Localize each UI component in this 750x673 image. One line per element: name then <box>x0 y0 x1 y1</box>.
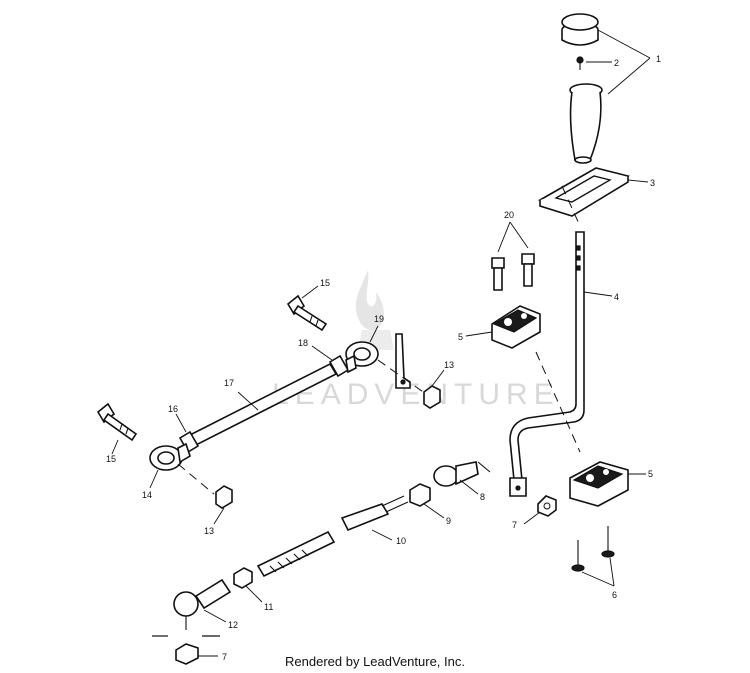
callout-1: 1 <box>656 54 661 64</box>
ball-joint-12 <box>152 578 232 637</box>
alignment-line-1 <box>535 351 581 453</box>
callout-3: 3 <box>650 178 655 188</box>
callout-15-lower: 15 <box>106 454 116 464</box>
rod-end-eye-14 <box>149 442 191 489</box>
callout-5-upper: 5 <box>458 332 463 342</box>
alignment-line-2 <box>561 185 581 227</box>
callout-16: 16 <box>168 404 178 414</box>
callout-4: 4 <box>614 292 619 302</box>
callout-17: 17 <box>224 378 234 388</box>
knob-screw <box>576 56 612 70</box>
mounting-bracket-upper <box>465 305 541 349</box>
callout-7-right: 7 <box>512 520 517 530</box>
screw-pair-6 <box>571 526 615 587</box>
callout-19: 19 <box>374 314 384 324</box>
callout-13-upper: 13 <box>444 360 454 370</box>
callout-5-lower: 5 <box>648 469 653 479</box>
flame-logo-icon <box>355 270 394 350</box>
shift-knob-cap <box>561 13 599 46</box>
rod-sleeve-10 <box>340 495 409 541</box>
rod-end-eye-19 <box>345 325 379 374</box>
callout-18: 18 <box>298 338 308 348</box>
callout-6: 6 <box>612 590 617 600</box>
nut-13-upper <box>423 369 445 409</box>
callout-9: 9 <box>446 516 451 526</box>
callout-13-lower: 13 <box>204 526 214 536</box>
callout-14: 14 <box>142 490 152 500</box>
pivot-arm <box>377 333 427 395</box>
shift-rod <box>509 231 613 497</box>
footer-credit: Rendered by LeadVenture, Inc. <box>285 654 465 669</box>
bolt-15-lower <box>96 402 138 455</box>
callout-7-bottom: 7 <box>222 652 227 662</box>
leader-1b <box>607 57 651 95</box>
callout-8: 8 <box>480 492 485 502</box>
rod-end-8 <box>433 461 491 495</box>
nut-11 <box>233 567 263 603</box>
nut-13-lower <box>177 463 233 525</box>
callout-12: 12 <box>228 620 238 630</box>
nut-7-bottom <box>175 643 218 665</box>
threaded-rod <box>256 530 336 578</box>
callout-2: 2 <box>614 58 619 68</box>
callout-20: 20 <box>504 210 514 220</box>
bolt-pair-20 <box>491 221 535 291</box>
callout-11: 11 <box>264 602 273 612</box>
callouts: 1 2 3 4 5 5 6 7 7 8 9 10 11 12 13 13 14 … <box>106 54 661 662</box>
mounting-bracket-lower <box>569 461 646 507</box>
bolt-15-upper <box>286 285 328 332</box>
shift-boot <box>538 167 649 217</box>
nut-7-right <box>523 495 557 525</box>
shift-handle <box>569 83 603 164</box>
callout-15-upper: 15 <box>320 278 330 288</box>
callout-10: 10 <box>396 536 406 546</box>
nut-9 <box>409 483 445 519</box>
leader-1a <box>597 29 651 59</box>
